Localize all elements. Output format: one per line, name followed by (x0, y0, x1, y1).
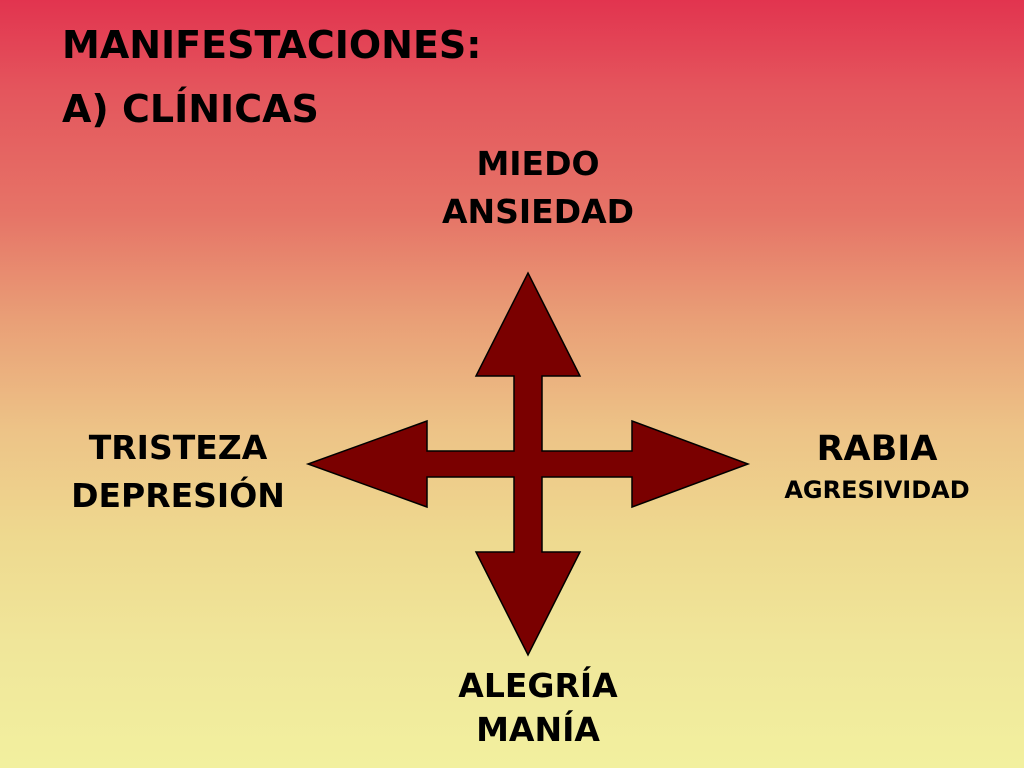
label-tristeza-depresion: TRISTEZA DEPRESIÓN (30, 424, 326, 520)
label-top-line-2: ANSIEDAD (441, 192, 635, 231)
label-right-line-1: RABIA (816, 429, 938, 469)
label-alegria-mania: ALEGRÍA MANÍA (388, 664, 688, 752)
four-way-arrow-shape (305, 271, 751, 657)
label-bottom-line-1: ALEGRÍA (458, 666, 618, 705)
slide-title-line-2: A) CLÍNICAS (62, 87, 319, 131)
label-bottom-line-2: MANÍA (476, 710, 600, 749)
label-miedo-ansiedad: MIEDO ANSIEDAD (388, 140, 688, 236)
slide-title-line-1: MANIFESTACIONES: (62, 23, 482, 67)
label-top-line-1: MIEDO (476, 144, 600, 183)
label-right-line-2: AGRESIVIDAD (784, 476, 970, 504)
label-left-line-1: TRISTEZA (88, 428, 268, 467)
label-left-line-2: DEPRESIÓN (71, 476, 285, 515)
label-rabia-agresividad: RABIA AGRESIVIDAD (750, 424, 1004, 506)
